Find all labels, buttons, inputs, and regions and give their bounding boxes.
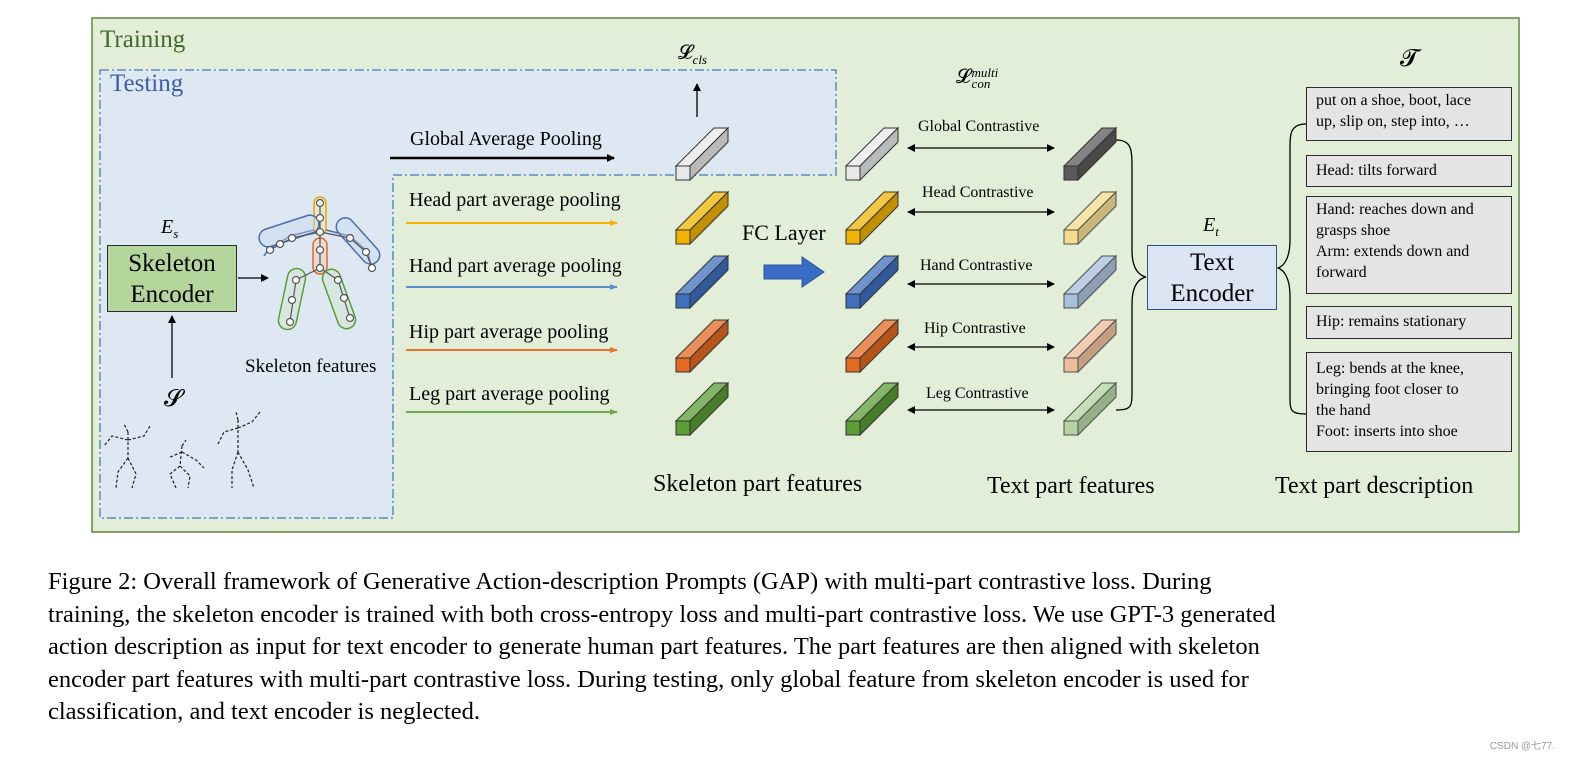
testing-region xyxy=(99,69,837,519)
testing-label: Testing xyxy=(110,70,184,97)
framework-figure: Training Testing Es Skeleton Encoder 𝓢 S… xyxy=(91,17,1520,533)
hip-contrastive-label: Hip Contrastive xyxy=(924,320,1026,337)
text-encoder-symbol: Et xyxy=(1203,214,1219,239)
text-set-symbol: 𝓣 xyxy=(1400,46,1419,72)
feature-cuboids xyxy=(674,126,1118,437)
global-pooling-label: Global Average Pooling xyxy=(410,128,602,150)
leg-fc-cuboid xyxy=(844,381,900,437)
hand-pooling-label: Hand part average pooling xyxy=(409,255,622,277)
hip-pooled-cuboid xyxy=(674,318,730,374)
hand-text-cuboid xyxy=(1062,254,1118,310)
hip-text-cuboid xyxy=(1062,318,1118,374)
features-brace xyxy=(1115,139,1147,411)
figure-caption: Figure 2: Overall framework of Generativ… xyxy=(48,566,1559,729)
descriptions-brace xyxy=(1275,123,1307,415)
leg-contrastive-label: Leg Contrastive xyxy=(926,385,1029,402)
head-fc-cuboid xyxy=(844,190,900,246)
global-fc-cuboid xyxy=(844,126,900,182)
training-label: Training xyxy=(100,26,186,53)
skeleton-features-label: Skeleton features xyxy=(245,356,377,377)
fc-layer-label: FC Layer xyxy=(742,220,826,245)
global-contrastive-label: Global Contrastive xyxy=(918,118,1040,135)
leg-pooling-label: Leg part average pooling xyxy=(409,383,610,405)
input-skeleton-sketches xyxy=(103,411,261,489)
caption-line: Figure 2: Overall framework of Generativ… xyxy=(48,568,1212,595)
hand-fc-cuboid xyxy=(844,254,900,310)
text-encoder-box: Text Encoder xyxy=(1147,245,1277,310)
skeleton-part-features-label: Skeleton part features xyxy=(653,471,863,497)
leg-pooled-cuboid xyxy=(674,381,730,437)
hip-pooling-label: Hip part average pooling xyxy=(409,321,609,343)
text-part-features-label: Text part features xyxy=(987,473,1155,499)
leg-text-cuboid xyxy=(1062,381,1118,437)
head-pooled-cuboid xyxy=(674,190,730,246)
skeleton-encoder-symbol: Es xyxy=(161,216,179,241)
skeleton-graph-icon xyxy=(258,196,381,331)
caption-line: training, the skeleton encoder is traine… xyxy=(48,600,1276,628)
watermark: CSDN @七77. xyxy=(1489,741,1555,752)
input-symbol: 𝓢 xyxy=(164,386,183,412)
caption-line: classification, and text encoder is negl… xyxy=(48,698,480,725)
description-box-head: Head: tilts forward xyxy=(1306,155,1512,187)
head-pooling-label: Head part average pooling xyxy=(409,189,621,211)
hand-contrastive-label: Hand Contrastive xyxy=(920,257,1033,274)
description-box-hip: Hip: remains stationary xyxy=(1306,306,1512,339)
head-text-cuboid xyxy=(1062,190,1118,246)
skeleton-encoder-box: Skeleton Encoder xyxy=(107,245,237,312)
fc-layer-arrow xyxy=(763,256,825,288)
hand-pooled-cuboid xyxy=(674,254,730,310)
global-pooled-cuboid xyxy=(674,126,730,182)
head-contrastive-label: Head Contrastive xyxy=(922,184,1034,201)
cls-loss-label: 𝓛cls xyxy=(678,42,707,67)
figure-graphics xyxy=(91,17,1520,533)
description-box-leg: Leg: bends at the knee,bringing foot clo… xyxy=(1306,352,1512,452)
text-part-description-label: Text part description xyxy=(1275,473,1474,499)
caption-line: encoder part features with multi-part co… xyxy=(48,665,1249,693)
global-text-cuboid xyxy=(1062,126,1118,182)
hip-fc-cuboid xyxy=(844,318,900,374)
caption-line: action description as input for text enc… xyxy=(48,633,1260,660)
